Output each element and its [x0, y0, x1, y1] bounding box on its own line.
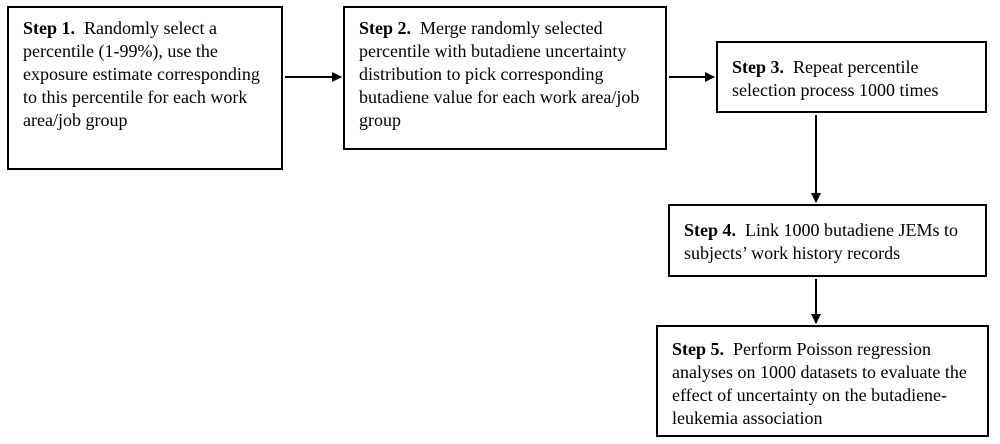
step-2-box: Step 2. Merge randomly selected percenti… [343, 6, 667, 150]
step-5-text: Perform Poisson regression analyses on 1… [672, 339, 967, 428]
step-4-text: Link 1000 butadiene JEMs to subjects’ wo… [684, 220, 958, 263]
step-2-label: Step 2. [359, 18, 412, 38]
step-4-label: Step 4. [684, 220, 737, 240]
step-3-text: Repeat percentile selection process 1000… [732, 57, 939, 100]
step-5-label: Step 5. [672, 339, 725, 359]
step-3-box: Step 3. Repeat percentile selection proc… [716, 41, 987, 113]
step-3-label: Step 3. [732, 57, 785, 77]
step-1-label: Step 1. [23, 18, 76, 38]
step-1-box: Step 1. Randomly select a percentile (1-… [7, 6, 283, 170]
step-4-box: Step 4. Link 1000 butadiene JEMs to subj… [668, 204, 987, 277]
step-2-text: Merge randomly selected percentile with … [359, 18, 640, 130]
step-1-text: Randomly select a percentile (1-99%), us… [23, 18, 260, 130]
step-5-box: Step 5. Perform Poisson regression analy… [656, 325, 989, 437]
